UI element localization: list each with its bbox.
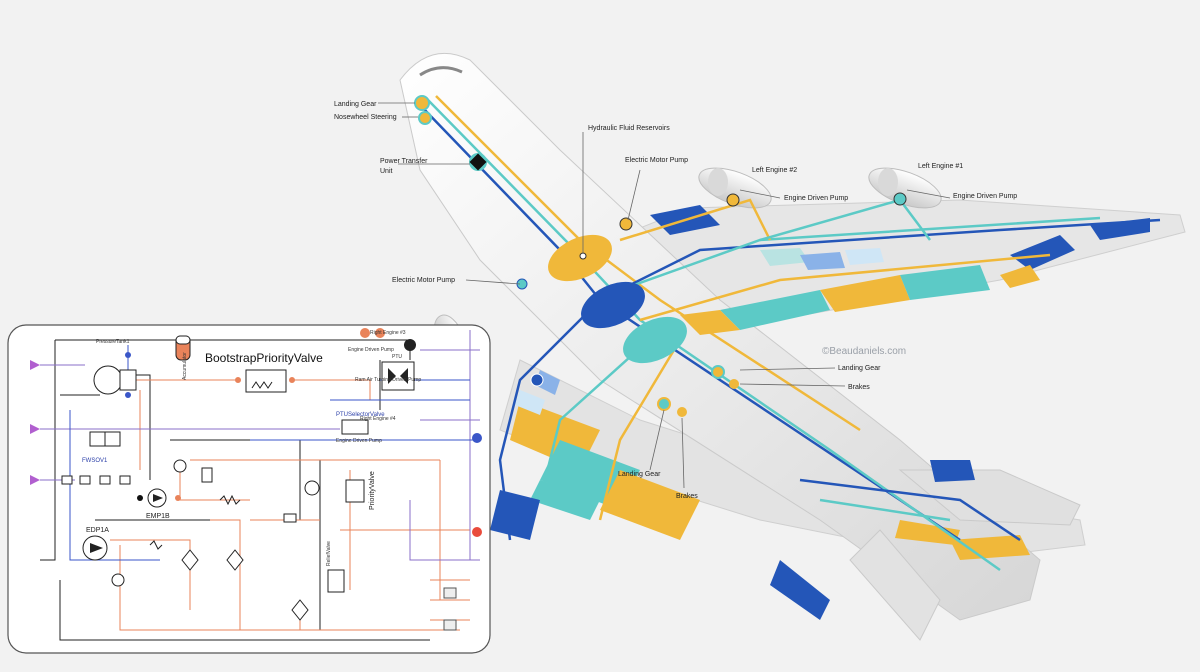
label-power-transfer-2: Unit xyxy=(380,168,393,175)
label-engine-driven-pump-a: Engine Driven Pump xyxy=(348,347,394,353)
label-brakes-bottom: Brakes xyxy=(676,493,698,500)
blue-connectors xyxy=(472,433,482,443)
label-power-transfer-1: Power Transfer xyxy=(380,158,428,165)
bootstrap-priority-valve-symbol xyxy=(235,369,295,393)
label-engine-driven-pump-1: Engine Driven Pump xyxy=(953,193,1017,200)
label-left-engine-2: Left Engine #2 xyxy=(752,167,797,174)
relief-valve-symbol xyxy=(327,569,345,593)
label-landing-gear-nose: Landing Gear xyxy=(334,101,377,108)
black-lines xyxy=(40,339,430,641)
label-brakes-right: Brakes xyxy=(848,384,870,391)
edp-pump xyxy=(82,535,108,561)
red-connectors xyxy=(472,527,482,537)
pressure-tank xyxy=(93,352,137,398)
label-ptu: PTU xyxy=(392,354,402,360)
label-right-engine-4: Right Engine #4 xyxy=(360,416,396,422)
output-blocks xyxy=(443,587,457,631)
fwsov-valve xyxy=(89,431,121,447)
pump-markers xyxy=(414,95,907,417)
reservoir-teal xyxy=(623,316,687,364)
label-landing-gear-right: Landing Gear xyxy=(838,365,881,372)
left-engine-1 xyxy=(868,167,942,209)
label-electric-pump-left: Electric Motor Pump xyxy=(392,277,455,284)
ptu-block xyxy=(360,328,416,391)
hydraulic-lines xyxy=(419,95,1161,572)
schematic-panel: BootstrapPriorityValve PressureTank1 Acc… xyxy=(7,324,491,654)
filter-row xyxy=(61,475,131,485)
accumulator xyxy=(175,335,191,361)
label-nosewheel-steering: Nosewheel Steering xyxy=(334,114,397,121)
input-ports xyxy=(30,360,40,485)
reservoir-yellow xyxy=(548,234,612,282)
ptu-selector-valve xyxy=(341,419,369,435)
label-engine-driven-pump-2: Engine Driven Pump xyxy=(784,195,848,202)
emp-pump xyxy=(137,488,181,508)
label-engine-driven-pump-b: Engine Driven Pump xyxy=(336,438,382,444)
label-priority-valve: PriorityValve xyxy=(369,471,376,510)
label-right-engine-3: Right Engine #3 xyxy=(370,330,406,336)
copyright-text: ©Beaudaniels.com xyxy=(822,346,906,357)
label-edp: EDP1A xyxy=(86,527,109,534)
priority-valve-symbol xyxy=(345,479,365,503)
label-hydraulic-reservoirs: Hydraulic Fluid Reservoirs xyxy=(588,125,670,132)
purple-lines xyxy=(40,330,480,561)
schematic-title: BootstrapPriorityValve xyxy=(205,351,323,365)
tail xyxy=(898,469,1081,526)
label-fwsov: FWSOV1 xyxy=(82,458,108,464)
label-ptu-selector: PTUSelectorValve xyxy=(336,412,385,418)
label-left-engine-1: Left Engine #1 xyxy=(918,163,963,170)
upper-wing-panels xyxy=(650,205,1150,335)
gauges xyxy=(111,459,320,587)
leader-lines xyxy=(378,102,951,489)
fuselage xyxy=(399,52,1041,621)
label-pressure-tank: PressureTank1 xyxy=(96,339,130,345)
label-emp: EMP1B xyxy=(146,513,170,520)
label-relief-valve: ReliefValve xyxy=(326,541,332,566)
label-ram-air: Ram Air Turbine Driven Pump xyxy=(355,377,421,383)
filters-bottom xyxy=(181,513,309,621)
orange-lines xyxy=(110,379,470,631)
label-accumulator: Accumulator xyxy=(182,352,188,380)
reservoir-blue xyxy=(581,281,645,329)
label-landing-gear-bottom: Landing Gear xyxy=(618,471,661,478)
label-electric-pump-top: Electric Motor Pump xyxy=(625,157,688,164)
spring-valves xyxy=(149,467,241,550)
